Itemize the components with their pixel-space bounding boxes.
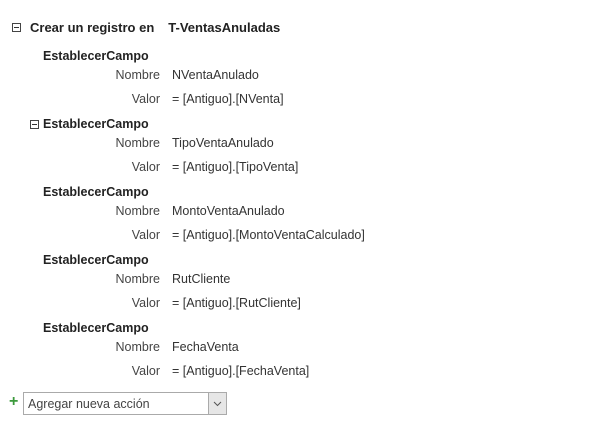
name-value[interactable]: NVentaAnulado	[172, 68, 259, 82]
add-action-dropdown[interactable]: Agregar nueva acción	[23, 392, 227, 415]
value-expression[interactable]: = [Antiguo].[NVenta]	[172, 92, 284, 106]
value-label: Valor	[131, 92, 160, 106]
value-expression[interactable]: = [Antiguo].[MontoVentaCalculado]	[172, 228, 365, 242]
value-label: Valor	[131, 364, 160, 378]
set-field-action: EstablecerCampo Nombre TipoVentaAnulado …	[0, 117, 600, 185]
value-label: Valor	[131, 160, 160, 174]
add-action-placeholder: Agregar nueva acción	[28, 397, 150, 411]
action-title[interactable]: EstablecerCampo	[43, 117, 149, 131]
name-value[interactable]: MontoVentaAnulado	[172, 204, 285, 218]
chevron-down-icon[interactable]	[208, 393, 226, 414]
name-value[interactable]: FechaVenta	[172, 340, 239, 354]
action-title[interactable]: EstablecerCampo	[43, 321, 149, 335]
add-icon[interactable]: +	[9, 393, 19, 410]
set-field-action: EstablecerCampo Nombre NVentaAnulado Val…	[0, 49, 600, 117]
name-value[interactable]: TipoVentaAnulado	[172, 136, 274, 150]
create-record-header: Crear un registro en T-VentasAnuladas	[30, 20, 280, 35]
name-label: Nombre	[115, 68, 160, 82]
value-expression[interactable]: = [Antiguo].[FechaVenta]	[172, 364, 310, 378]
name-value[interactable]: RutCliente	[172, 272, 231, 286]
name-label: Nombre	[115, 136, 160, 150]
collapse-icon[interactable]	[12, 23, 21, 32]
value-label: Valor	[131, 296, 160, 310]
action-title[interactable]: EstablecerCampo	[43, 49, 149, 63]
collapse-icon[interactable]	[30, 120, 39, 129]
table-name: T-VentasAnuladas	[168, 20, 281, 35]
value-label: Valor	[131, 228, 160, 242]
set-field-action: EstablecerCampo Nombre RutCliente Valor …	[0, 253, 600, 321]
set-field-action: EstablecerCampo Nombre FechaVenta Valor …	[0, 321, 600, 389]
name-label: Nombre	[115, 272, 160, 286]
name-label: Nombre	[115, 340, 160, 354]
action-title[interactable]: EstablecerCampo	[43, 253, 149, 267]
action-title[interactable]: EstablecerCampo	[43, 185, 149, 199]
set-field-action: EstablecerCampo Nombre MontoVentaAnulado…	[0, 185, 600, 253]
name-label: Nombre	[115, 204, 160, 218]
value-expression[interactable]: = [Antiguo].[RutCliente]	[172, 296, 301, 310]
value-expression[interactable]: = [Antiguo].[TipoVenta]	[172, 160, 299, 174]
header-prefix: Crear un registro en	[30, 20, 155, 35]
